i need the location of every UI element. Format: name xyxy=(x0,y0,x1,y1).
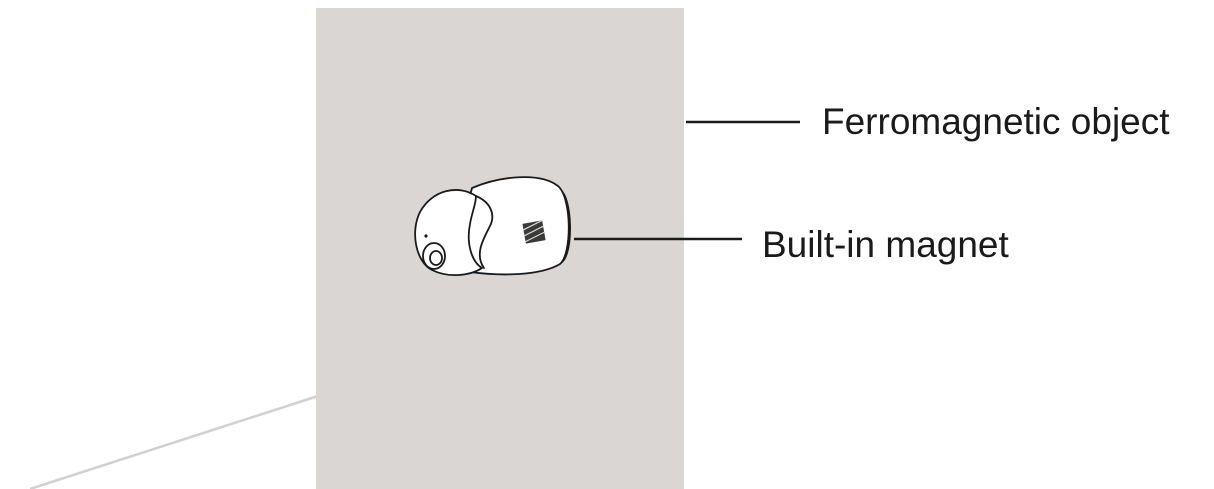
camera-cutout-edge xyxy=(475,195,494,269)
camera-body xyxy=(451,176,570,276)
camera-icon xyxy=(414,176,571,276)
magnet-mark-icon xyxy=(522,219,546,244)
ferromagnetic-object-label: Ferromagnetic object xyxy=(822,101,1170,142)
floor-edge-line xyxy=(29,394,319,489)
built-in-magnet-label: Built-in magnet xyxy=(762,224,1009,265)
camera-sensor-dot xyxy=(424,234,428,238)
camera-lens xyxy=(429,250,443,266)
